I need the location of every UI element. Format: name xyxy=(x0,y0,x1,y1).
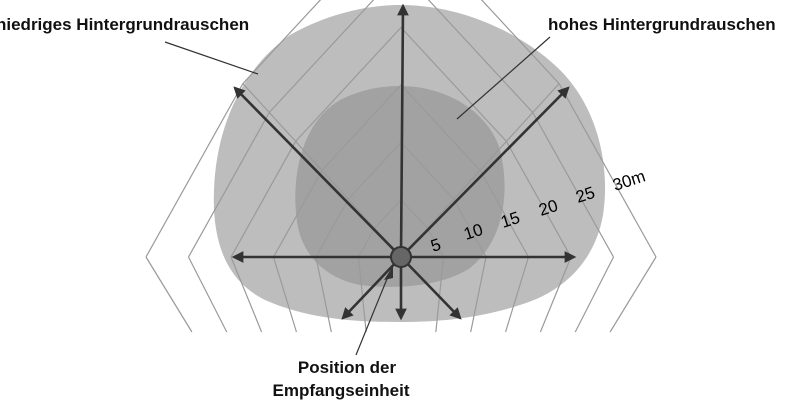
arrow-up xyxy=(397,3,409,258)
arrow-upper-left xyxy=(233,86,402,258)
grid-drop-line xyxy=(145,256,193,333)
distance-labels: 5 10 15 20 25 30m xyxy=(428,167,647,256)
label-receiver-line2: Empfangseinheit xyxy=(273,381,410,400)
grid-ray-left xyxy=(242,83,402,258)
arrow-upper-right xyxy=(400,86,570,258)
grid-ring-4 xyxy=(230,26,572,258)
grid-drop-line xyxy=(272,256,298,333)
grid-drop-line xyxy=(504,256,530,333)
pointer-high-noise xyxy=(456,36,551,120)
grid-drop-line xyxy=(574,256,615,333)
grid-drop-line xyxy=(539,256,572,333)
grid-ring-6 xyxy=(145,0,657,258)
receiver-dot xyxy=(390,246,412,268)
label-pointers xyxy=(164,36,551,356)
grid-drop-line xyxy=(470,256,487,333)
distance-label-10: 10 xyxy=(461,220,485,244)
arrow-lower-right xyxy=(400,256,462,320)
high-noise-area xyxy=(295,86,505,287)
grid-drop-line xyxy=(357,256,367,333)
pointer-low-noise xyxy=(164,41,259,75)
grid-ray-right xyxy=(400,83,560,258)
grid-drop-line xyxy=(187,256,228,333)
pointer-receiver-arrowhead xyxy=(384,266,393,280)
grid-drop-line xyxy=(609,256,657,333)
distance-grid xyxy=(145,0,657,333)
distance-label-25: 25 xyxy=(573,183,597,207)
direction-arrows xyxy=(231,3,577,321)
label-receiver-line1: Position der xyxy=(298,358,397,377)
grid-ring-3 xyxy=(272,83,530,258)
label-low-noise: niedriges Hintergrundrauschen xyxy=(0,15,249,34)
distance-label-20: 20 xyxy=(536,196,560,220)
grid-ring-5 xyxy=(187,0,615,258)
arrow-lower-left xyxy=(341,256,402,320)
distance-label-15: 15 xyxy=(498,208,522,232)
label-high-noise: hohes Hintergrundrauschen xyxy=(548,15,776,34)
grid-drop-line xyxy=(315,256,332,333)
distance-label-30m: 30m xyxy=(610,167,647,195)
grid-drop-line xyxy=(230,256,263,333)
grid-drop-line xyxy=(435,256,445,333)
pointer-receiver xyxy=(355,273,390,356)
